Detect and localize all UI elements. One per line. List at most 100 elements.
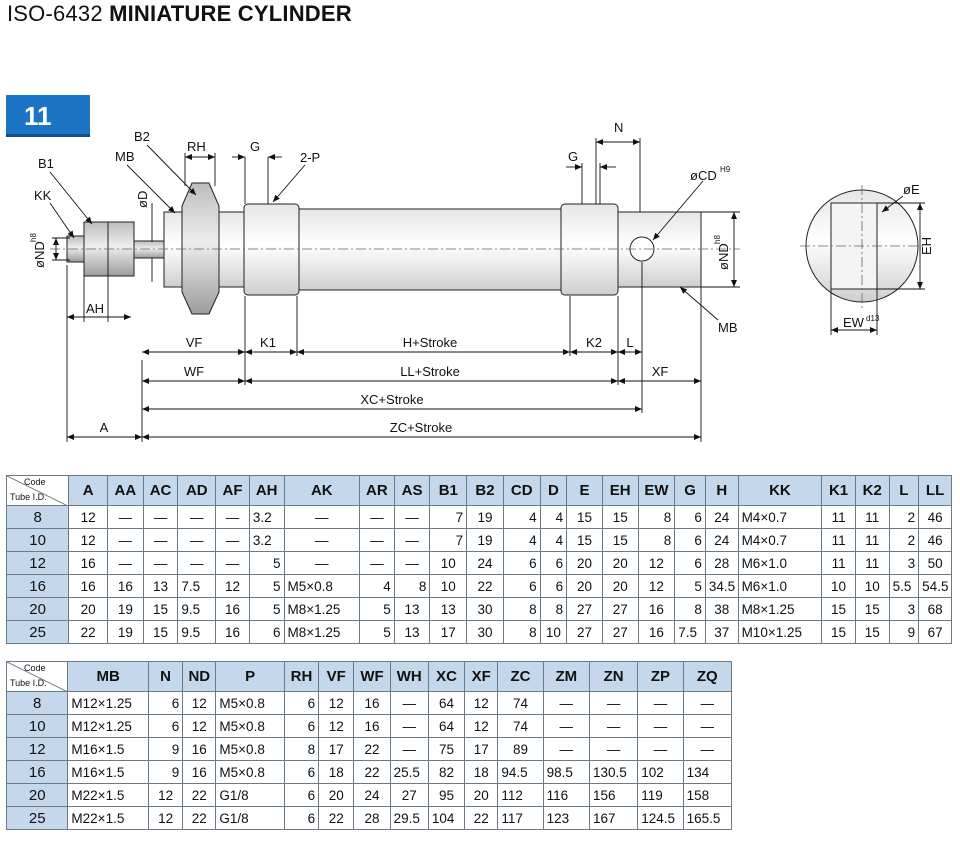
value-cell: 20 (566, 574, 603, 598)
value-cell: 124.5 (637, 806, 684, 830)
value-cell: M10×1.25 (737, 620, 823, 644)
value-cell: — (359, 551, 395, 575)
column-header-kk: KK (737, 475, 823, 506)
value-cell: 18 (464, 760, 499, 784)
column-header-eh: EH (601, 475, 639, 506)
value-cell: 82 (427, 760, 466, 784)
value-cell: 8 (502, 620, 541, 644)
value-cell: 15 (821, 597, 856, 621)
label-wf: WF (184, 364, 204, 379)
value-cell: M5×0.8 (215, 760, 285, 784)
value-cell: 16 (68, 551, 109, 575)
label-ond-right-sup: h8 (713, 235, 722, 244)
tube-id-cell: 16 (5, 574, 70, 598)
value-cell: 12 (147, 806, 184, 830)
label-g-left: G (250, 139, 260, 154)
value-cell: 16 (215, 620, 250, 644)
column-header-l: L (888, 475, 920, 506)
cylinder-tube (298, 208, 562, 291)
value-cell: 3.2 (248, 528, 285, 552)
label-od: øD (135, 191, 150, 208)
front-end-cap (243, 203, 300, 296)
value-cell: 22 (182, 806, 217, 830)
cylinder-body-shapes (66, 182, 919, 315)
value-cell: 167 (588, 806, 639, 830)
value-cell: 3.2 (248, 505, 285, 529)
value-cell: — (215, 528, 250, 552)
value-cell: 28 (353, 806, 391, 830)
column-header-k1: K1 (821, 475, 856, 506)
value-cell: 11 (821, 505, 856, 529)
label-zc-stroke: ZC+Stroke (390, 420, 453, 435)
corner-code-label: Code (24, 663, 46, 673)
value-cell: 9.5 (177, 597, 217, 621)
value-cell: 22 (68, 620, 109, 644)
column-header-h: H (704, 475, 739, 506)
column-header-ah: AH (248, 475, 285, 506)
column-header-ll: LL (918, 475, 952, 506)
value-cell: 10 (429, 574, 468, 598)
value-cell: 12 (68, 528, 109, 552)
value-cell: 19 (466, 528, 504, 552)
value-cell: 64 (427, 714, 466, 738)
value-cell: — (542, 691, 590, 715)
value-cell: — (389, 714, 429, 738)
label-oe: øE (903, 182, 920, 197)
value-cell: 5 (248, 597, 285, 621)
value-cell: 8 (637, 505, 676, 529)
label-ond-left: øND (32, 241, 47, 268)
value-cell: 4 (502, 505, 541, 529)
value-cell: 112 (497, 783, 544, 807)
value-cell: 5 (248, 551, 285, 575)
column-header-zp: ZP (637, 661, 684, 692)
value-cell: M8×1.25 (737, 597, 823, 621)
value-cell: M4×0.7 (737, 528, 823, 552)
tube-id-cell: 8 (5, 691, 69, 715)
label-rh: RH (187, 139, 206, 154)
value-cell: 9 (147, 737, 184, 761)
label-k2: K2 (586, 335, 602, 350)
value-cell: 22 (353, 760, 391, 784)
value-cell: 11 (821, 528, 856, 552)
value-cell: 13 (393, 620, 431, 644)
value-cell: 16 (182, 737, 217, 761)
value-cell: 98.5 (542, 760, 590, 784)
value-cell: 12 (318, 691, 355, 715)
value-cell: — (107, 551, 144, 575)
value-cell: 16 (353, 691, 391, 715)
value-cell: 5 (674, 574, 706, 598)
value-cell: 6 (539, 551, 568, 575)
value-cell: 4 (539, 505, 568, 529)
value-cell: 24 (704, 505, 739, 529)
column-header-nd: ND (182, 661, 217, 692)
value-cell: 6 (674, 528, 706, 552)
value-cell: 156 (588, 783, 639, 807)
column-header-mb: MB (67, 661, 149, 692)
section-number-badge: 11 (6, 95, 90, 137)
label-xc-stroke: XC+Stroke (360, 392, 423, 407)
value-cell: 68 (918, 597, 952, 621)
leader-lines (49, 144, 904, 321)
value-cell: — (542, 714, 590, 738)
value-cell: — (389, 691, 429, 715)
value-cell: 15 (601, 528, 639, 552)
value-cell: — (283, 505, 361, 529)
value-cell: — (283, 551, 361, 575)
label-ah: AH (86, 301, 104, 316)
column-header-af: AF (215, 475, 250, 506)
value-cell: 95 (427, 783, 466, 807)
value-cell: 6 (147, 714, 184, 738)
label-l: L (626, 335, 633, 350)
label-mb-bottom: MB (718, 320, 738, 335)
value-cell: — (359, 505, 395, 529)
value-cell: 12 (182, 691, 217, 715)
label-n: N (614, 120, 623, 135)
tube-id-cell: 12 (5, 551, 70, 575)
corner-code-label: Code (24, 477, 46, 487)
value-cell: — (177, 505, 217, 529)
